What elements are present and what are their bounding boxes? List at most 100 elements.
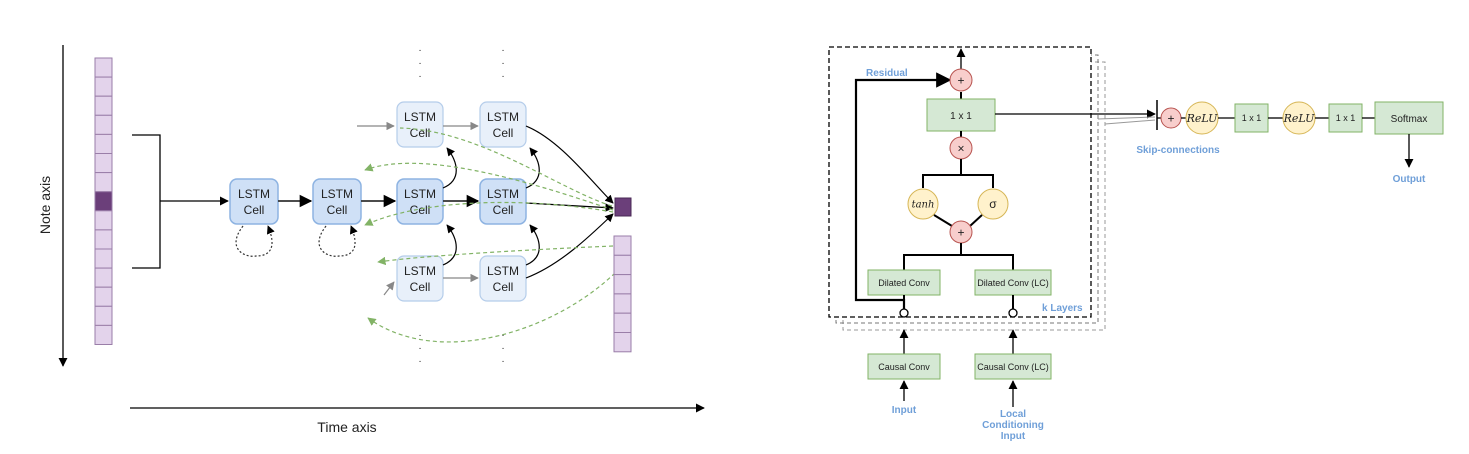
lstm-cell-bottom-4-line2: Cell (493, 280, 514, 294)
lstm-cell-mid-4: LSTM Cell (479, 178, 527, 225)
lstm-cell-1-line2: Cell (244, 203, 265, 217)
ellipsis-bottom-left: · · · (418, 330, 421, 367)
local-conditioning-line2: Conditioning (982, 420, 1044, 431)
dilated-conv-block: Dilated Conv (867, 269, 941, 296)
k-layers-label: k Layers (1042, 303, 1083, 314)
lstm-cell-mid-4-line1: LSTM (487, 187, 519, 201)
mid3-to-top-curve (442, 147, 457, 189)
bottom4-to-mid-curve (525, 224, 540, 266)
svg-text:·: · (418, 330, 421, 341)
bottom-to-output-arrow (525, 213, 614, 279)
input-note-cell (94, 286, 113, 307)
relu-activation-1: ReLU (1185, 101, 1219, 135)
svg-text:·: · (501, 71, 504, 82)
ellipsis-top-left: · · · (418, 45, 421, 82)
svg-text:Dilated Conv: Dilated Conv (878, 278, 930, 288)
mid4-to-top-curve (525, 147, 540, 189)
lstm-cell-1-self-loop (235, 225, 275, 257)
lstm-cell-mid-3-line1: LSTM (404, 187, 436, 201)
lstm-cell-top-3: LSTM Cell (396, 101, 444, 148)
causal-conv-block: Causal Conv (867, 353, 941, 380)
input-note-column (94, 57, 113, 345)
lstm-cell-2: LSTM Cell (312, 178, 362, 225)
softmax-block: Softmax (1374, 101, 1444, 135)
input-note-cell (94, 324, 113, 345)
svg-text:1 x 1: 1 x 1 (950, 111, 972, 122)
lstm-cell-2-line1: LSTM (321, 187, 353, 201)
time-axis-label: Time axis (317, 419, 376, 435)
svg-text:+: + (1167, 112, 1174, 126)
svg-text:+: + (957, 226, 964, 240)
svg-text:·: · (418, 71, 421, 82)
green-top-arc (399, 127, 613, 207)
lstm-cell-mid-3-line2: Cell (410, 203, 431, 217)
lstm-cell-top-3-line2: Cell (410, 126, 431, 140)
right-wavenet-diagram: Residual k Layers + 1 x 1 × tanh (828, 46, 1444, 442)
input-label: Input (892, 405, 917, 416)
conv-1x1-block: 1 x 1 (926, 98, 996, 132)
green-feedback-1 (364, 162, 614, 211)
svg-text:Dilated Conv (LC): Dilated Conv (LC) (977, 278, 1049, 288)
skip-connections-label: Skip-connections (1136, 145, 1220, 156)
condition-plus-op: + (949, 220, 973, 244)
svg-text:·: · (501, 58, 504, 69)
input-note-cell (94, 114, 113, 135)
lstm-cell-bottom-4-line1: LSTM (487, 264, 519, 278)
output-label: Output (1393, 174, 1426, 185)
svg-text:·: · (418, 58, 421, 69)
green-feedback-3 (377, 245, 614, 266)
left-lstm-diagram: Note axis Time axis LSTM Cell LSTM Cell (37, 45, 705, 435)
input-port-right (1008, 308, 1018, 318)
svg-text:·: · (418, 45, 421, 56)
output-note-column-cell (613, 235, 632, 256)
input-port-left (899, 308, 909, 318)
lstm-cell-top-4-line2: Cell (493, 126, 514, 140)
lstm-cell-1: LSTM Cell (229, 178, 279, 225)
lstm-cell-mid-4-line2: Cell (493, 203, 514, 217)
lstm-cell-bottom-3: LSTM Cell (396, 255, 444, 302)
input-bracket (132, 134, 161, 269)
lstm-cell-1-line1: LSTM (238, 187, 270, 201)
input-note-cell (94, 210, 113, 231)
svg-text:×: × (957, 142, 964, 156)
svg-text:ReLU: ReLU (1283, 112, 1315, 125)
bottom3-to-mid-curve (442, 224, 457, 266)
svg-text:·: · (501, 45, 504, 56)
gate-branch (922, 159, 994, 188)
input-note-cell (94, 191, 113, 212)
residual-label: Residual (866, 68, 908, 79)
lstm-cell-2-self-loop (318, 225, 358, 257)
relu-activation-2: ReLU (1282, 101, 1316, 135)
ellipsis-bottom-right: · · · (501, 330, 504, 367)
lstm-cell-2-line2: Cell (327, 203, 348, 217)
output-note-column-cell (613, 312, 632, 334)
sigma-activation: σ (977, 188, 1009, 220)
output-note-column-cell (613, 332, 632, 353)
causal-conv-lc-block: Causal Conv (LC) (974, 353, 1052, 380)
skip-plus-op: + (1160, 107, 1182, 129)
lstm-cell-bottom-3-line1: LSTM (404, 264, 436, 278)
local-conditioning-line1: Local (1000, 409, 1026, 420)
lstm-cell-top-3-line1: LSTM (404, 110, 436, 124)
green-feedback-4 (367, 267, 621, 343)
lstm-cell-mid-3: LSTM Cell (396, 178, 444, 225)
green-feedback-2 (364, 201, 614, 226)
svg-text:+: + (957, 74, 964, 88)
gate-multiply-op: × (949, 136, 973, 160)
post-conv-1x1-2: 1 x 1 (1328, 103, 1363, 133)
lstm-cell-top-4-line1: LSTM (487, 110, 519, 124)
dilated-conv-lc-block: Dilated Conv (LC) (974, 269, 1052, 296)
top-to-output-arrow (525, 125, 614, 204)
input-note-cell (94, 76, 113, 97)
sigma-to-plus (969, 214, 983, 227)
post-conv-1x1-1: 1 x 1 (1234, 103, 1269, 133)
svg-text:Causal Conv (LC): Causal Conv (LC) (977, 362, 1049, 372)
output-note-column-cell (613, 254, 632, 276)
output-note-column-cell (613, 274, 632, 295)
svg-text:·: · (501, 330, 504, 341)
skip-shadow-line-2 (1104, 119, 1156, 125)
input-note-cell (94, 267, 113, 288)
output-note-column-cell (613, 293, 632, 314)
svg-text:·: · (418, 356, 421, 367)
